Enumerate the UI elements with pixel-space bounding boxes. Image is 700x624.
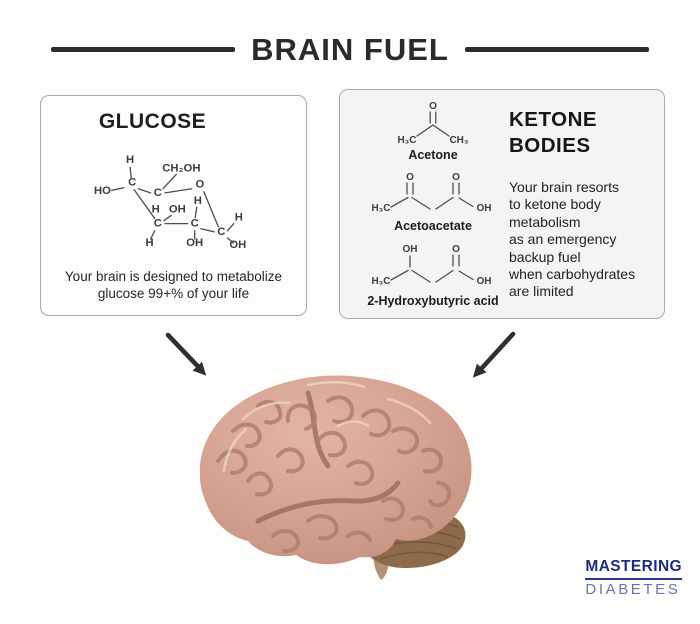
atom-label: OH [229, 239, 246, 250]
header: BRAIN FUEL [0, 28, 700, 70]
acetoacetate-label: Acetoacetate [394, 219, 472, 233]
atom-label: OH [477, 276, 492, 287]
logo-line-mastering: MASTERING [585, 558, 682, 580]
atom-label: O [195, 179, 204, 191]
atom-label: OH [169, 203, 186, 215]
atom-label: H [194, 195, 202, 207]
acetone-label: Acetone [408, 148, 458, 162]
ketone-description-line: Your brain resorts [509, 179, 619, 195]
ketone-title-line: KETONE [509, 108, 598, 131]
atom-label: CH₂OH [162, 162, 200, 174]
atom-label: HO [94, 185, 111, 197]
ketone-card: O H₃C CH₃ Acetone O O H₃C OH Acetoacetat… [339, 89, 665, 319]
glucose-molecule-diagram: H C HO CH₂OH C O H OH H C C H OH C H OH [94, 154, 246, 250]
atom-label: O [452, 172, 460, 183]
ketone-description: Your brain resorts to ketone body metabo… [509, 179, 635, 301]
atom-label: C [128, 177, 136, 189]
hydroxybutyric-label: 2-Hydroxybutyric acid [367, 294, 499, 308]
ketone-description-line: as an emergency [509, 231, 617, 248]
atom-label: H [235, 212, 243, 224]
ketone-title-line: BODIES [509, 134, 591, 157]
atom-label: OH [403, 244, 418, 255]
atom-label: H₃C [371, 276, 390, 287]
ketone-description-line: are limited [509, 283, 574, 300]
atom-label: O [406, 172, 414, 183]
brain-folds [216, 381, 452, 554]
acetone-molecule-diagram: O H₃C CH₃ [397, 101, 468, 146]
title-left-rule [51, 46, 236, 52]
glucose-card-title: GLUCOSE [98, 110, 207, 133]
ketone-description-line: when carbohydrates [509, 266, 636, 283]
atom-label: H [152, 203, 160, 215]
ketone-description-line: metabolism [509, 213, 581, 230]
glucose-card: GLUCOSE H C HO CH₂OH C O H OH H [40, 95, 307, 316]
brain-image [199, 375, 472, 580]
atom-label: O [452, 244, 460, 255]
atom-label: H₃C [371, 203, 390, 214]
title-right-rule [464, 46, 649, 52]
glucose-caption: Your brain is designed to metabolize glu… [41, 268, 306, 302]
atom-label: H [126, 154, 134, 166]
atom-label: O [429, 101, 437, 112]
ketone-molecules-column: O H₃C CH₃ Acetone O O H₃C OH Acetoacetat… [354, 98, 512, 309]
atom-label: CH₃ [449, 135, 468, 146]
atom-label: C [154, 218, 162, 230]
mastering-diabetes-logo: MASTERING DIABETES [585, 558, 682, 598]
atom-label: OH [186, 237, 203, 249]
arrow-down-left-icon [472, 331, 516, 378]
arrow-down-right-icon [165, 332, 207, 376]
logo-line-diabetes: DIABETES [585, 580, 681, 598]
atom-label: C [191, 218, 199, 230]
atom-label: H [146, 237, 154, 249]
glucose-caption-line: glucose 99+% of your life [97, 286, 250, 301]
acetoacetate-molecule-diagram: O O H₃C OH [371, 172, 492, 214]
atom-label: H₃C [397, 135, 416, 146]
ketone-card-title: KETONE BODIES [509, 107, 597, 159]
ketone-description-line: backup fuel [509, 248, 581, 265]
hydroxybutyric-molecule-diagram: OH O H₃C OH [371, 244, 492, 287]
atom-label: OH [477, 203, 492, 214]
ketone-description-line: to ketone body [509, 196, 601, 213]
glucose-caption-line: Your brain is designed to metabolize [64, 269, 283, 284]
atom-label: C [217, 226, 225, 238]
atom-label: C [154, 187, 162, 199]
page-title: BRAIN FUEL [251, 31, 449, 67]
